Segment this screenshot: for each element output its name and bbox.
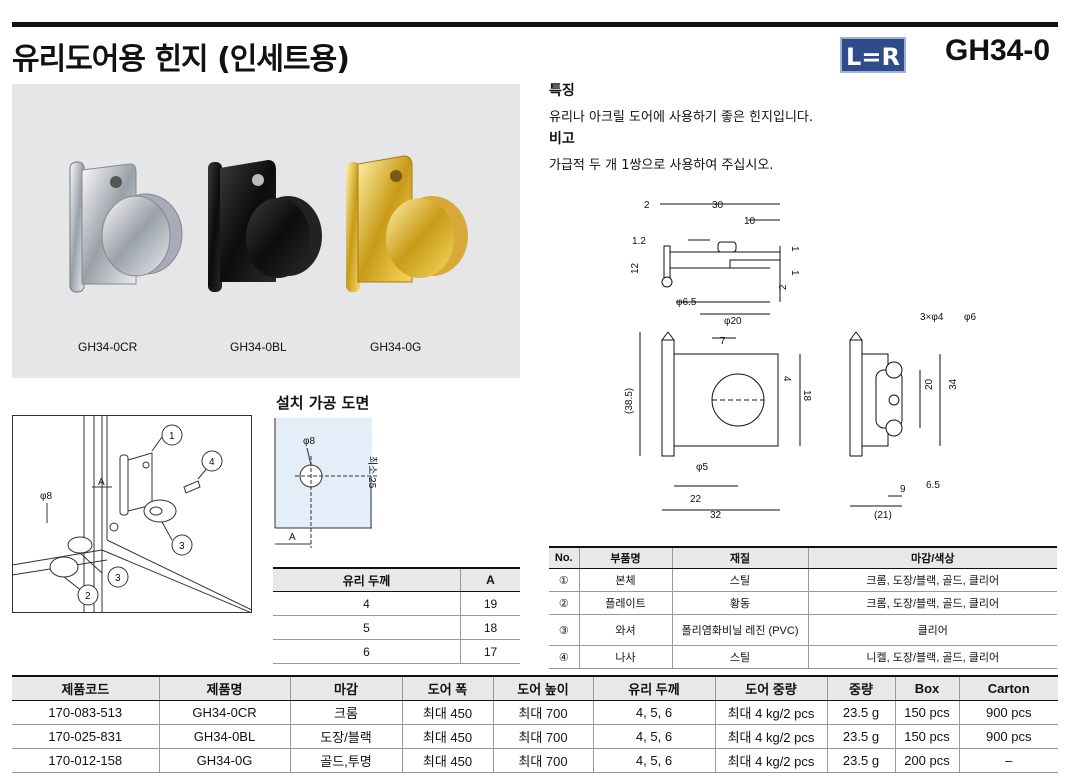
svg-text:34: 34 bbox=[948, 378, 959, 390]
svg-text:2: 2 bbox=[778, 284, 789, 290]
svg-text:최소 25: 최소 25 bbox=[366, 456, 378, 489]
hinge-gold bbox=[346, 155, 468, 292]
svg-text:φ6.5: φ6.5 bbox=[676, 297, 697, 308]
callout-4: 4 bbox=[197, 450, 223, 480]
features-heading: 특징 bbox=[549, 83, 575, 99]
photo-label-bl: GH34-0BL bbox=[230, 340, 287, 354]
svg-text:32: 32 bbox=[710, 510, 722, 520]
svg-text:1: 1 bbox=[169, 431, 175, 442]
photo-label-cr: GH34-0CR bbox=[78, 340, 138, 354]
svg-text:12: 12 bbox=[630, 262, 641, 274]
lr-badge: L=R bbox=[840, 37, 906, 73]
svg-text:2: 2 bbox=[644, 200, 650, 211]
svg-text:(38.5): (38.5) bbox=[624, 388, 635, 414]
svg-text:7: 7 bbox=[720, 336, 726, 347]
svg-text:2: 2 bbox=[85, 591, 91, 602]
dimension-drawings: 2 30 10 1.2 1 12 1 2 φ6.5 φ20 7 4 18 (38… bbox=[624, 200, 976, 520]
svg-text:1: 1 bbox=[789, 246, 800, 252]
svg-text:4: 4 bbox=[209, 457, 215, 468]
svg-text:10: 10 bbox=[744, 216, 756, 227]
callout-2: 2 bbox=[63, 576, 99, 606]
svg-text:3×φ4: 3×φ4 bbox=[920, 312, 944, 323]
callout-3b: 3 bbox=[79, 552, 129, 588]
note-heading: 비고 bbox=[549, 131, 575, 147]
hinge-black bbox=[208, 160, 322, 292]
features-text: 유리나 아크릴 도어에 사용하기 좋은 힌지입니다. bbox=[549, 110, 813, 125]
hinge-photo-illustration bbox=[69, 155, 468, 293]
svg-text:A: A bbox=[289, 532, 296, 543]
svg-text:1.2: 1.2 bbox=[632, 236, 646, 247]
svg-text:20: 20 bbox=[924, 378, 935, 390]
svg-text:φ20: φ20 bbox=[724, 316, 742, 327]
svg-text:3: 3 bbox=[115, 573, 121, 584]
svg-text:3: 3 bbox=[179, 541, 185, 552]
svg-text:A: A bbox=[98, 477, 105, 488]
side-view: 3×φ4 φ6 20 34 9 6.5 (21) bbox=[849, 312, 976, 520]
top-view: 2 30 10 1.2 1 12 1 2 φ6.5 φ20 bbox=[630, 200, 800, 327]
svg-text:9: 9 bbox=[900, 484, 906, 495]
svg-text:22: 22 bbox=[690, 494, 702, 505]
install-drawing: φ8 최소 25 A bbox=[274, 418, 378, 548]
top-rule bbox=[12, 22, 1058, 27]
page-title: 유리도어용 힌지 (인세트용) bbox=[12, 42, 350, 77]
svg-text:6.5: 6.5 bbox=[926, 480, 940, 491]
hinge-chrome bbox=[69, 161, 183, 293]
assembly-drawing: φ8 A 1 2 3 3 4 bbox=[12, 415, 252, 613]
product-code: GH34-0 bbox=[945, 34, 1051, 67]
note-text: 가급적 두 개 1쌍으로 사용하여 주십시오. bbox=[549, 158, 774, 173]
svg-text:4: 4 bbox=[781, 376, 792, 382]
svg-text:30: 30 bbox=[712, 200, 724, 211]
svg-text:φ5: φ5 bbox=[696, 462, 708, 473]
svg-text:φ8: φ8 bbox=[40, 491, 52, 502]
svg-text:φ6: φ6 bbox=[964, 312, 976, 323]
svg-text:φ8: φ8 bbox=[303, 436, 315, 447]
svg-text:(21): (21) bbox=[874, 510, 892, 520]
photo-label-g: GH34-0G bbox=[370, 340, 422, 354]
product-photo bbox=[12, 84, 520, 378]
front-view: 7 4 18 (38.5) φ5 22 32 bbox=[624, 331, 812, 520]
svg-text:18: 18 bbox=[801, 390, 812, 402]
install-title: 설치 가공 도면 bbox=[276, 394, 370, 412]
svg-text:1: 1 bbox=[789, 270, 800, 276]
callout-1: 1 bbox=[151, 424, 183, 452]
callout-3a: 3 bbox=[161, 521, 193, 556]
